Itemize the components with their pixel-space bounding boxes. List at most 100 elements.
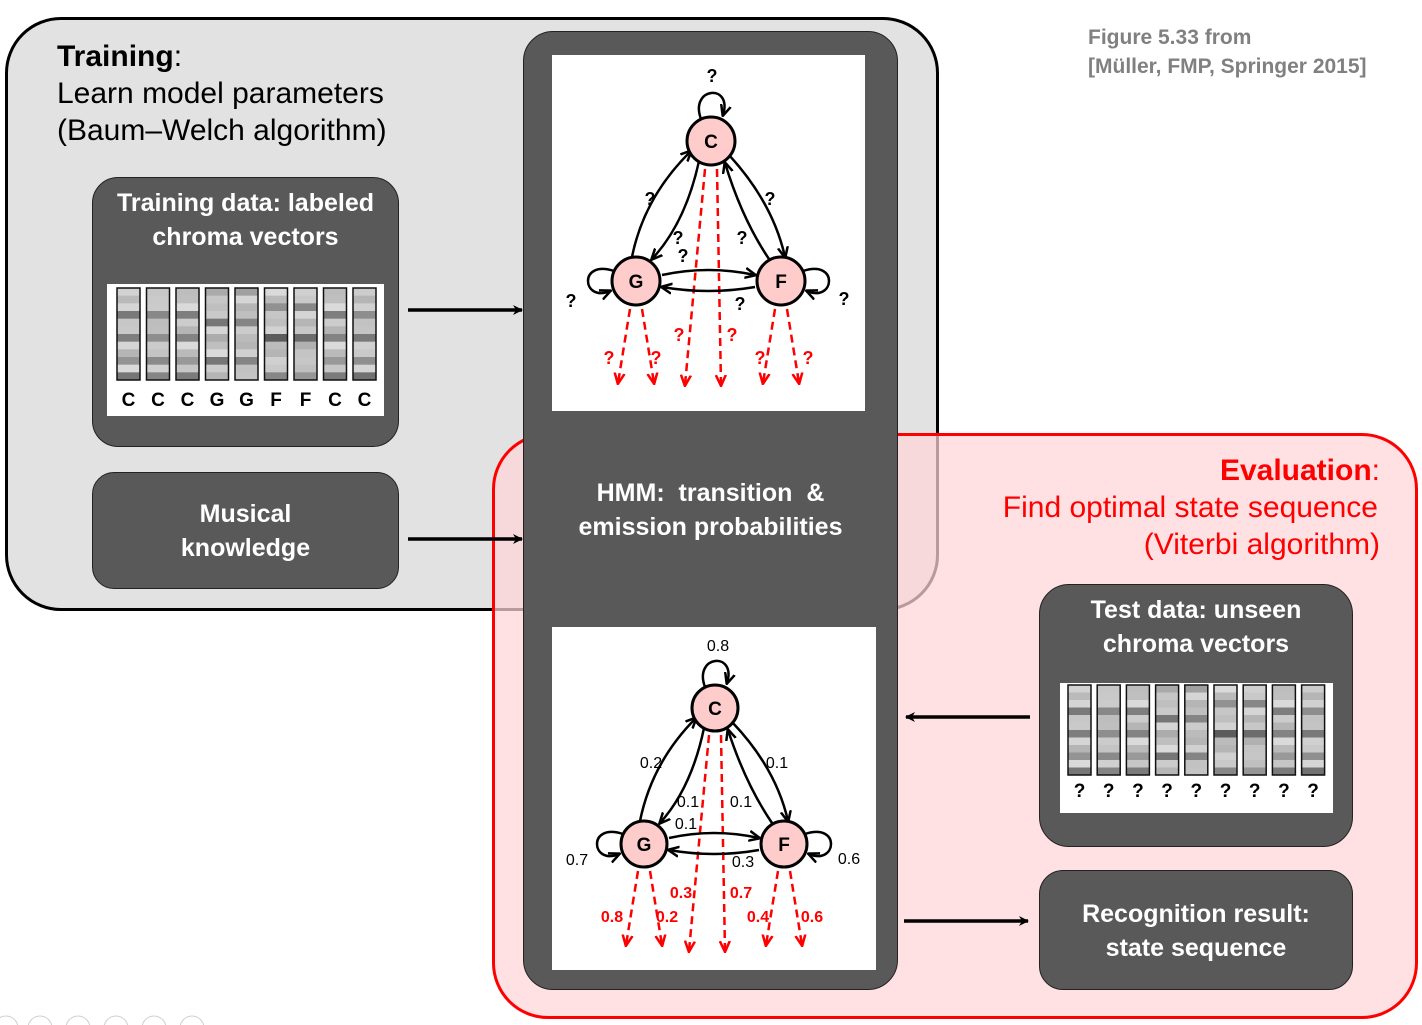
- nav-dot-icon[interactable]: [103, 1015, 129, 1025]
- result-line1: Recognition result:: [1082, 900, 1310, 928]
- self-loop-C: [697, 91, 725, 120]
- test-chromagram: ?????????: [1067, 684, 1326, 802]
- test-data-box: Test data: unseen chroma vectors ???????…: [1039, 584, 1353, 847]
- transition-C-to-G: [652, 160, 701, 259]
- figure-citation: Figure 5.33 from [Müller, FMP, Springer …: [1088, 23, 1367, 81]
- chroma-vector: [1067, 684, 1092, 776]
- prob-C-to-G: ?: [673, 228, 684, 248]
- nav-dot-icon[interactable]: [179, 1015, 205, 1025]
- prob-F-to-C: 0.1: [730, 794, 752, 811]
- evaluation-algorithm: (Viterbi algorithm): [1143, 528, 1380, 561]
- transition-G-to-F: [668, 833, 759, 838]
- emission-arrow: [721, 734, 725, 951]
- transition-F-to-C: [725, 163, 771, 260]
- self-loop-G: [586, 267, 615, 293]
- prob-G-to-F: ?: [678, 246, 689, 266]
- prob-G-to-C: ?: [645, 189, 656, 209]
- prob-emission: ?: [803, 348, 814, 368]
- emission-arrow: [788, 870, 802, 945]
- prob-self-C: ?: [707, 66, 718, 86]
- chroma-vector: [234, 287, 259, 381]
- test-data-title-line1: Test data: unseen: [1090, 596, 1302, 624]
- emission-arrow: [626, 870, 640, 945]
- chroma-label: F: [270, 390, 282, 411]
- prob-G-to-F: 0.1: [675, 816, 697, 833]
- prob-C-to-F: ?: [765, 189, 776, 209]
- prob-emission: 0.8: [601, 909, 623, 926]
- prob-emission: 0.7: [730, 885, 752, 902]
- transition-F-to-C: [728, 730, 774, 824]
- transition-C-to-F: [728, 154, 785, 257]
- training-data-title-line2: chroma vectors: [152, 223, 339, 251]
- musical-knowledge-box: Musical knowledge: [92, 472, 399, 589]
- transition-G-to-F: [661, 270, 755, 275]
- training-data-box: Training data: labeled chroma vectors C C…: [92, 177, 399, 447]
- prob-emission: 0.6: [801, 909, 823, 926]
- prob-emission: ?: [674, 325, 685, 345]
- chroma-vector: [1242, 684, 1267, 776]
- state-node-F: [755, 255, 807, 307]
- slide-navigation: [0, 1015, 205, 1025]
- emission-arrow: [689, 734, 711, 951]
- prob-C-to-F: 0.1: [766, 755, 788, 772]
- emission-arrow: [763, 308, 777, 383]
- prob-F-to-C: ?: [737, 228, 748, 248]
- prob-emission: ?: [651, 348, 662, 368]
- evaluation-heading: Evaluation: Find optimal state sequence …: [920, 452, 1380, 563]
- state-node-G: [619, 819, 669, 869]
- knowledge-line1: Musical: [199, 500, 292, 528]
- chroma-vector: [1213, 684, 1238, 776]
- chroma-label: C: [358, 390, 372, 411]
- citation-line2: [Müller, FMP, Springer 2015]: [1088, 55, 1367, 78]
- hmm-label-line1: HMM: transition &: [596, 479, 825, 507]
- state-node-G: [610, 255, 662, 307]
- citation-line1: Figure 5.33 from: [1088, 26, 1252, 49]
- chroma-vector: [1125, 684, 1151, 776]
- self-loop-F: [802, 267, 831, 293]
- nav-dot-icon[interactable]: [65, 1015, 91, 1025]
- nav-dot-icon[interactable]: [0, 1015, 19, 1025]
- state-label: C: [708, 699, 722, 720]
- nav-dot-icon[interactable]: [27, 1015, 53, 1025]
- self-loop-C: [701, 659, 729, 688]
- emission-arrow: [717, 168, 721, 385]
- emission-arrow: [618, 308, 632, 383]
- prob-emission: ?: [727, 325, 738, 345]
- emission-arrow: [648, 870, 662, 945]
- chroma-vector: [293, 287, 318, 381]
- hmm-label: HMM: transition & emission probabilities: [523, 476, 898, 544]
- training-data-title-line1: Training data: labeled: [117, 189, 374, 217]
- state-node-C: [685, 115, 737, 167]
- evaluation-heading-label: Evaluation: [1219, 454, 1372, 487]
- chroma-label: ?: [1132, 781, 1144, 802]
- chroma-label: ?: [1307, 781, 1319, 802]
- training-heading-colon: :: [173, 40, 183, 73]
- chroma-vector: [1184, 684, 1209, 776]
- prob-self-F: 0.6: [838, 851, 860, 868]
- prob-emission: 0.4: [747, 909, 769, 926]
- chroma-label: ?: [1190, 781, 1202, 802]
- transition-C-to-F: [731, 721, 788, 821]
- test-data-title: Test data: unseen chroma vectors: [1040, 593, 1352, 661]
- evaluation-description: Find optimal state sequence: [1002, 491, 1378, 524]
- chroma-label: G: [210, 390, 225, 411]
- chroma-label: ?: [1249, 781, 1261, 802]
- chroma-label: ?: [1074, 781, 1086, 802]
- training-data-title: Training data: labeled chroma vectors: [93, 186, 398, 254]
- chroma-label: ?: [1278, 781, 1290, 802]
- training-description: Learn model parameters: [57, 77, 384, 110]
- transition-C-to-G: [660, 727, 706, 823]
- hmm-label-line2: emission probabilities: [578, 513, 843, 541]
- prob-emission: ?: [604, 348, 615, 368]
- evaluation-heading-colon: :: [1371, 454, 1380, 487]
- nav-dot-icon[interactable]: [141, 1015, 167, 1025]
- emission-arrow: [785, 308, 799, 383]
- chroma-label: C: [181, 390, 195, 411]
- knowledge-line2: knowledge: [180, 534, 311, 562]
- prob-self-G: 0.7: [566, 852, 588, 869]
